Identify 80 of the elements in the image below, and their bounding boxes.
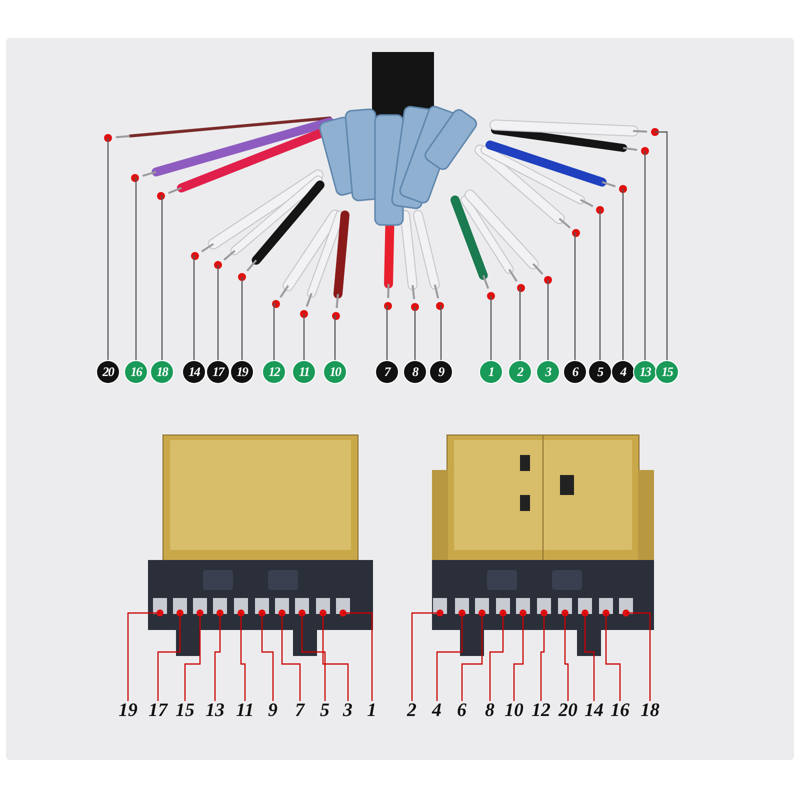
pin-number: 13 xyxy=(206,701,224,721)
leader-line xyxy=(626,612,651,701)
leader-line xyxy=(334,315,336,361)
leader-line xyxy=(440,305,442,361)
pin-number-badge: 6 xyxy=(564,361,586,383)
leader-line xyxy=(564,613,569,701)
pin-number-badge: 7 xyxy=(376,361,398,383)
pin-number: 20 xyxy=(558,701,578,721)
pin-number-badge: 8 xyxy=(404,361,426,383)
pin-number-badge: 20 xyxy=(97,361,119,383)
pin-number-badge: 9 xyxy=(430,361,452,383)
leader-line xyxy=(461,613,483,701)
pin-number-badge: 15 xyxy=(656,361,678,383)
pin-number: 8 xyxy=(485,701,494,721)
leader-line xyxy=(513,613,524,701)
leader-line xyxy=(160,195,163,361)
pin-number: 9 xyxy=(268,701,278,721)
leader-line xyxy=(273,303,276,361)
pin-number-badge: 5 xyxy=(589,361,611,383)
pin-number-badge: 19 xyxy=(231,361,253,383)
leader-line xyxy=(107,138,109,361)
pin-number: 2 xyxy=(407,701,416,721)
pin-number: 12 xyxy=(532,701,550,721)
leader-line xyxy=(184,613,201,701)
leader-line xyxy=(547,280,549,361)
pin-number-badge: 17 xyxy=(207,361,229,383)
leader-line xyxy=(655,131,668,361)
leader-line xyxy=(411,612,440,701)
pin-number: 18 xyxy=(640,701,660,721)
pin-number-badge: 12 xyxy=(263,361,285,383)
pin-number-badge: 18 xyxy=(151,361,173,383)
leader-line xyxy=(574,232,576,361)
pin-number-badge: 3 xyxy=(537,361,559,383)
leader-line xyxy=(519,287,522,361)
pin-number-badge: 16 xyxy=(125,361,147,383)
pin-number: 11 xyxy=(236,701,254,721)
leader-line xyxy=(281,613,301,701)
pin-number-badge: 13 xyxy=(634,361,656,383)
pin-number-badge: 10 xyxy=(324,361,346,383)
pin-number: 14 xyxy=(584,701,604,721)
pin-number-badge: 11 xyxy=(293,361,315,383)
leader-line xyxy=(599,210,601,361)
leader-line xyxy=(134,177,137,361)
pin-number: 10 xyxy=(504,701,524,721)
pin-number: 5 xyxy=(320,701,330,721)
leader-line xyxy=(644,151,646,361)
leader-line xyxy=(301,613,326,701)
leader-line xyxy=(214,613,221,701)
leader-line xyxy=(436,613,463,701)
leader-line xyxy=(241,277,243,361)
pin-number: 6 xyxy=(457,701,466,721)
pin-number: 19 xyxy=(118,701,138,721)
leader-line xyxy=(193,255,196,361)
pin-number-badge: 14 xyxy=(183,361,205,383)
leader-line xyxy=(540,613,545,701)
pin-number: 1 xyxy=(367,701,376,721)
pin-number: 7 xyxy=(295,701,304,721)
leader-line xyxy=(157,613,181,701)
leader-line xyxy=(343,612,373,701)
pin-number: 16 xyxy=(610,701,630,721)
leader-line xyxy=(605,613,621,701)
leader-line xyxy=(217,265,219,361)
leader-line xyxy=(414,307,416,361)
leader-line xyxy=(386,305,388,361)
pin-number: 15 xyxy=(176,701,194,721)
leader-line xyxy=(261,613,274,701)
pin-number: 17 xyxy=(148,701,168,721)
leader-line xyxy=(127,612,160,701)
leader-line xyxy=(240,613,246,701)
pin-number-badge: 2 xyxy=(509,361,531,383)
pin-number: 4 xyxy=(432,701,442,721)
pin-number-badge: 4 xyxy=(612,361,634,383)
pin-number-badge: 1 xyxy=(480,361,502,383)
leader-line xyxy=(489,613,504,701)
leader-line xyxy=(490,296,492,361)
leader-line xyxy=(303,314,305,361)
leader-line xyxy=(622,189,624,361)
pin-number: 3 xyxy=(343,701,352,721)
leader-line xyxy=(584,613,595,701)
leader-line xyxy=(322,613,349,701)
